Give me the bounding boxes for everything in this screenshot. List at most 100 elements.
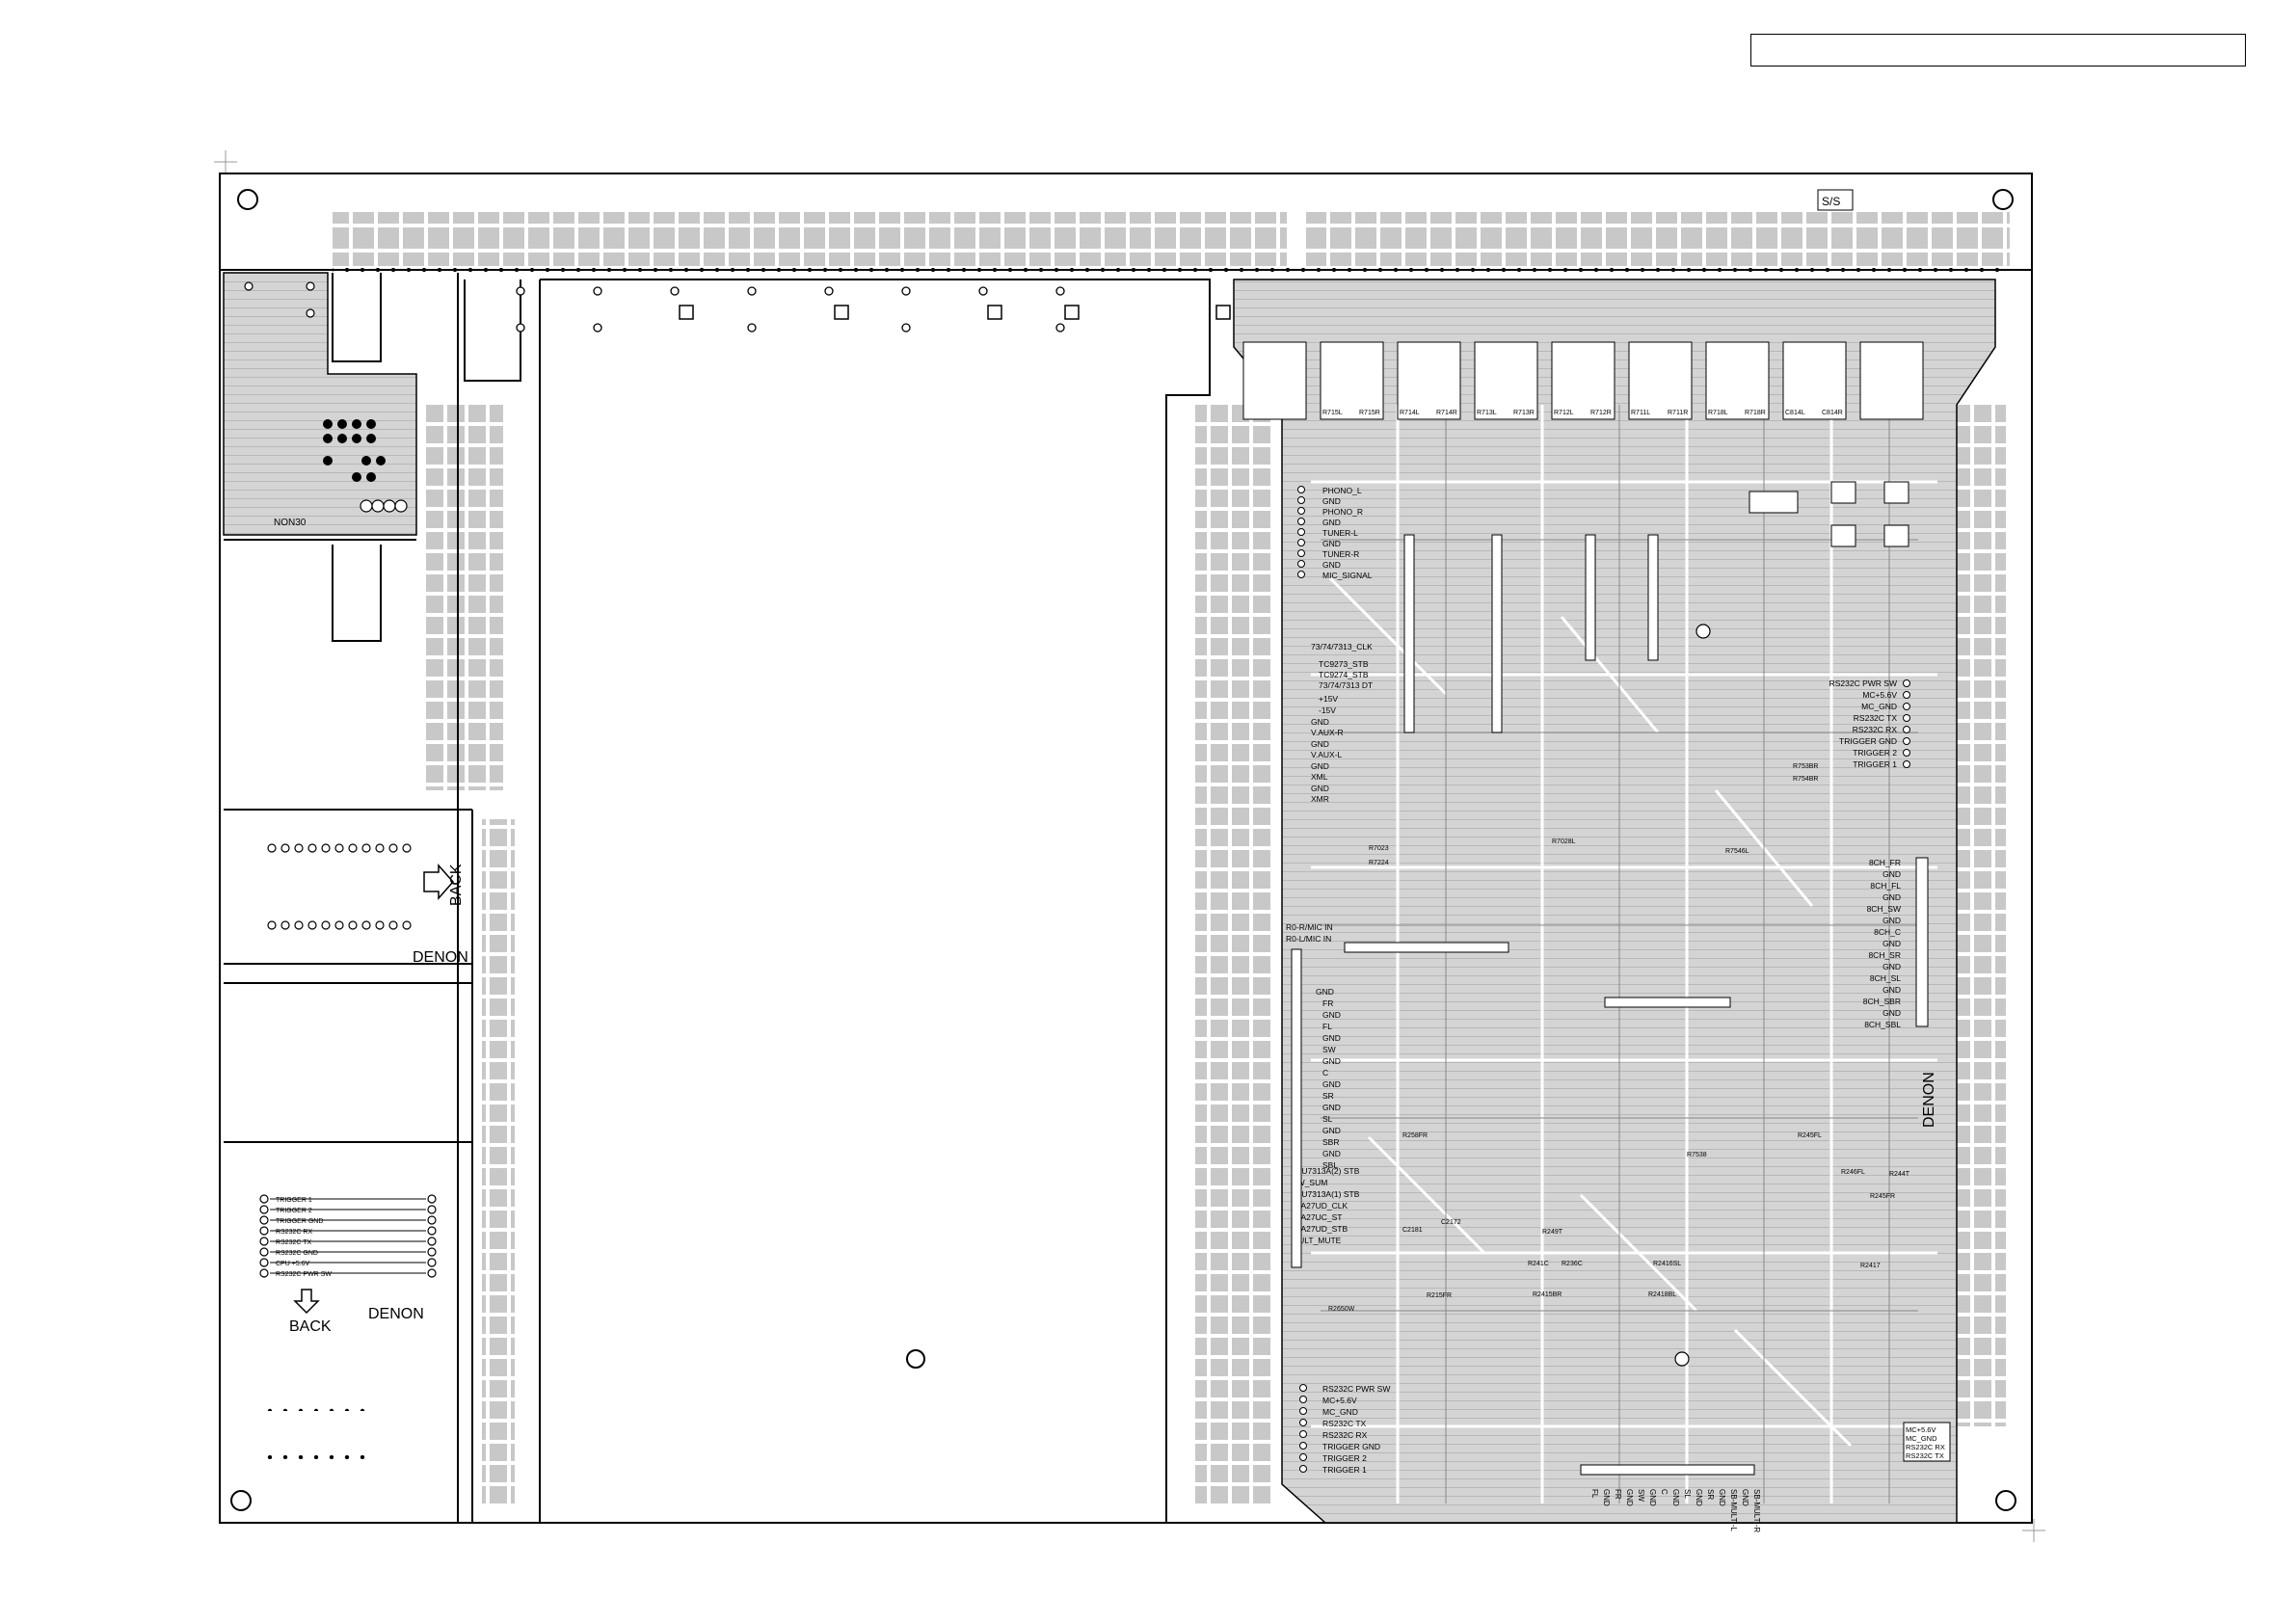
relay-label: C814L: [1785, 410, 1805, 416]
pin-label: MC+5.6V: [1322, 1396, 1357, 1405]
back-label-lower: BACK: [289, 1318, 332, 1335]
component-ref: R2650W: [1328, 1306, 1355, 1313]
component-ref: R244T: [1889, 1171, 1910, 1178]
pin-label: FL: [1322, 1022, 1332, 1031]
ic-pin-columns: [1344, 534, 1755, 1476]
center-cutout: [464, 279, 1211, 1523]
component-ref: R2415BR: [1533, 1291, 1562, 1298]
pin-label: GND: [1322, 539, 1341, 548]
trigger-connector: TRIGGER 1 TRIGGER 2 TRIGGER GND RS232C R…: [259, 1194, 437, 1335]
trigger-row-7: CPU +5.6V: [276, 1261, 310, 1267]
relay-label: R714L: [1400, 410, 1420, 416]
right-small-module: [1749, 481, 1909, 547]
pin-label: GND: [1648, 1489, 1657, 1506]
pin-label: GND: [1322, 1149, 1341, 1158]
pin-label: SBL: [1322, 1160, 1338, 1170]
rs232-top-pins: [1903, 679, 1910, 768]
pin-label: TRIGGER 2: [1322, 1453, 1367, 1463]
pin-label: GND: [1671, 1489, 1680, 1506]
left-connector-strip-1: BACK DENON: [267, 843, 468, 966]
relay-label: R713L: [1477, 410, 1497, 416]
pin-label: TUNER-L: [1322, 528, 1358, 538]
pin-label: FL: [1590, 1489, 1599, 1499]
left-pad-grid: [424, 405, 2006, 1503]
pin-label: GND: [1322, 1079, 1341, 1089]
pin-label: GND: [1311, 761, 1329, 771]
pin-label: TRIGGER GND: [1322, 1442, 1380, 1451]
trigger-row-5: RS232C TX: [276, 1239, 312, 1246]
component-ref: R753BR: [1793, 763, 1818, 770]
pin-label: GND: [1322, 1103, 1341, 1112]
component-ref: R241C: [1528, 1261, 1549, 1267]
rs232-bottom-pins: [1299, 1384, 1307, 1473]
bch-pins: [1915, 857, 1929, 1027]
pin-label: FR: [1322, 998, 1333, 1008]
pin-label: MC_GND: [1322, 1407, 1358, 1417]
pin-label: SR: [1322, 1091, 1334, 1101]
pin-label: GND: [1602, 1489, 1611, 1506]
pin-label: GND: [1882, 962, 1901, 971]
pin-label: GND: [1322, 1056, 1341, 1066]
relay-label: R712R: [1590, 410, 1612, 416]
brand-vertical: DENON: [1921, 1072, 1937, 1128]
trigger-row-3: TRIGGER GND: [276, 1218, 323, 1225]
pin-label: RS232C RX: [1322, 1430, 1368, 1440]
component-refs: R753BR R754BR R7546L R7028L R7023 R7224 …: [1328, 763, 1910, 1313]
pin-label: RS232C RX: [1853, 725, 1898, 734]
pin-label: GND: [1322, 1010, 1341, 1020]
relay-label: R712L: [1554, 410, 1574, 416]
pin-label: C: [1660, 1489, 1669, 1495]
pin-label: GND: [1311, 784, 1329, 793]
relay-label: R718L: [1708, 410, 1728, 416]
pin-label: TC9273_STB: [1319, 659, 1369, 669]
component-ref: R7023: [1369, 845, 1389, 852]
pin-label: 8CH_FL: [1870, 881, 1901, 891]
pin-label: SL: [1683, 1489, 1692, 1499]
pin-label: GND: [1322, 560, 1341, 570]
pin-label: GND: [1322, 518, 1341, 527]
trigger-row-2: TRIGGER 2: [276, 1208, 312, 1214]
pin-label: MC_GND: [1906, 1434, 1937, 1443]
rs232-bottom-labels: RS232C PWR SW MC+5.6V MC_GND RS232C TX R…: [1322, 1384, 1390, 1475]
rs232-top-labels: RS232C PWR SW MC+5.6V MC_GND RS232C TX R…: [1829, 678, 1898, 769]
brand-label-lower: DENON: [368, 1306, 424, 1322]
pin-label: 8CH_C: [1874, 927, 1901, 937]
back-label: BACK: [448, 864, 465, 906]
pin-label: TRIGGER 2: [1853, 748, 1897, 758]
nju-labels: NJU7313A(2) STB SW_SUM NJU7313A(1) STB 6…: [1292, 1166, 1360, 1245]
left-edge-pins: [1291, 948, 1302, 1268]
pin-label: SL: [1322, 1114, 1333, 1124]
pin-label: NJU7313A(1) STB: [1292, 1189, 1360, 1199]
pin-label: RS232C PWR SW: [1829, 678, 1897, 688]
component-ref: R245FL: [1798, 1132, 1822, 1139]
down-arrow-icon: [293, 1289, 320, 1315]
pin-label: GND: [1882, 916, 1901, 925]
registration-marks: [214, 150, 2045, 1542]
pin-label: SR: [1706, 1489, 1715, 1500]
pin-label: 64A27UC_ST: [1292, 1212, 1342, 1222]
pin-label: GND: [1625, 1489, 1634, 1506]
pin-label: GND: [1322, 496, 1341, 506]
component-ref: R2416SL: [1653, 1261, 1681, 1267]
pin-label: MULT_MUTE: [1292, 1236, 1342, 1245]
pin-label: RS232C TX: [1322, 1419, 1367, 1428]
pin-label: 73/74/7313 DT: [1319, 680, 1373, 690]
left-module-top: NON30: [223, 272, 417, 536]
pin-label: XML: [1311, 772, 1328, 782]
component-ref: C2181: [1402, 1227, 1423, 1234]
corner-box: MC+5.6V MC_GND RS232C RX RS232C TX: [1903, 1422, 1951, 1462]
component-ref: R7028L: [1552, 838, 1576, 845]
back-arrow-icon: [423, 864, 455, 900]
pin-label: 73/74/7313_CLK: [1311, 642, 1373, 652]
output-labels: GND FR GND FL GND SW GND C GND SR GND SL…: [1316, 987, 1341, 1170]
pin-label: 8CH_SL: [1870, 973, 1901, 983]
pin-label: TRIGGER GND: [1839, 736, 1897, 746]
pin-label: GND: [1882, 892, 1901, 902]
pin-label: PHONO_R: [1322, 507, 1363, 517]
component-ref: R2418BL: [1648, 1291, 1676, 1298]
component-ref: R215FR: [1427, 1292, 1452, 1299]
pin-label: TC9274_STB: [1319, 670, 1369, 679]
relay-label: R715L: [1322, 410, 1343, 416]
pin-label: SW: [1637, 1489, 1645, 1502]
